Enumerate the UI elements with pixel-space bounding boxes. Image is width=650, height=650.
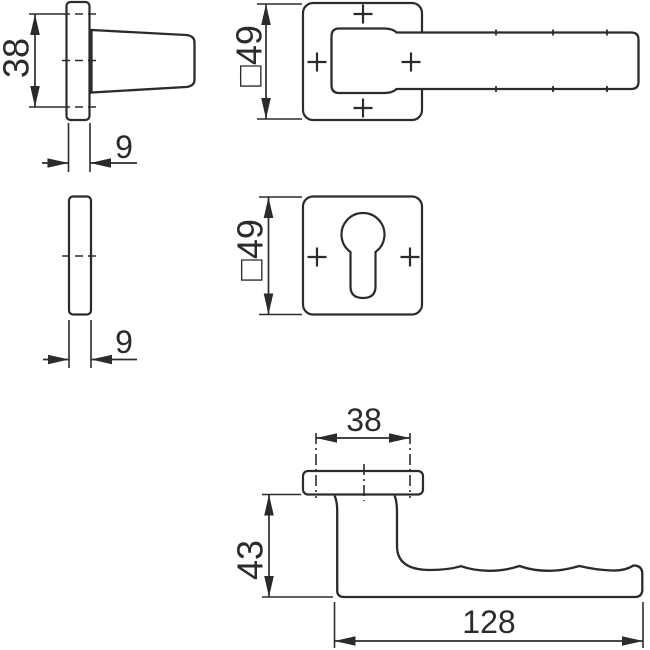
lever-neck-and-grip-front: [330, 27, 640, 95]
fixing-cross-icon: [307, 52, 327, 72]
dimension-rose-plan-width: 38: [316, 402, 410, 443]
knob-profile: [90, 28, 196, 94]
view-handle-plan: 38 43 128: [230, 402, 644, 648]
dimension-knob-rose-thickness: 9: [42, 123, 137, 172]
fixing-cross-icon: [400, 247, 420, 267]
rose-plan-top: [301, 469, 425, 496]
dimension-label-rose-plan-width: 38: [346, 402, 382, 438]
view-key-rose-front: □49: [230, 195, 424, 316]
lever-handle-plan-outline: [333, 494, 644, 599]
arrowhead-right-icon: [389, 433, 410, 443]
dimension-knob-rose-height: 38: [0, 14, 40, 107]
dimension-handle-plan-height: 43: [230, 493, 333, 598]
euro-cylinder-keyhole: [340, 211, 386, 300]
fixing-cross-icon: [353, 4, 373, 24]
lever-segment-ticks: [495, 29, 608, 92]
fixing-cross-marks-lever-rose: [307, 4, 421, 118]
fixing-cross-icon: [401, 52, 421, 72]
dimension-label-knob-rose-height: 38: [0, 38, 37, 78]
dimension-key-rose-thickness: 9: [43, 320, 137, 368]
arrowhead-left-icon: [334, 636, 356, 646]
arrowhead-up-icon: [30, 14, 40, 35]
dimension-label-handle-plan-height: 43: [230, 540, 271, 580]
arrowhead-left-icon: [90, 158, 111, 168]
dimension-handle-plan-length: 128: [333, 602, 644, 648]
arrowhead-down-icon: [264, 576, 274, 597]
dimension-label-knob-rose-thickness: 9: [115, 129, 133, 165]
view-key-rose-side: 9: [43, 195, 137, 368]
view-knob-side: 38 9: [0, 0, 196, 172]
arrowhead-up-icon: [263, 197, 274, 218]
dimension-lever-rose-size: □49: [229, 3, 302, 120]
arrowhead-up-icon: [264, 494, 274, 516]
dimension-label-key-rose-thickness: 9: [115, 324, 133, 360]
arrowhead-down-icon: [263, 293, 274, 315]
arrowhead-left-icon: [316, 433, 337, 443]
arrowhead-down-icon: [30, 86, 40, 107]
arrowhead-up-icon: [261, 4, 271, 25]
arrowhead-right-icon: [47, 158, 69, 168]
arrowhead-left-icon: [91, 354, 112, 365]
arrowhead-down-icon: [261, 98, 271, 119]
dimension-label-handle-plan-length: 128: [462, 604, 515, 640]
arrowhead-right-icon: [622, 636, 643, 646]
dimension-label-lever-rose-size: □49: [229, 25, 270, 87]
fixing-cross-icon: [353, 98, 373, 118]
view-lever-front: □49: [229, 1, 640, 122]
dimension-key-rose-size: □49: [230, 196, 302, 316]
fixing-cross-icon: [307, 247, 327, 267]
fixing-cross-marks-key-rose: [307, 247, 420, 267]
arrowhead-right-icon: [48, 354, 69, 365]
dimension-label-key-rose-size: □49: [230, 219, 271, 281]
